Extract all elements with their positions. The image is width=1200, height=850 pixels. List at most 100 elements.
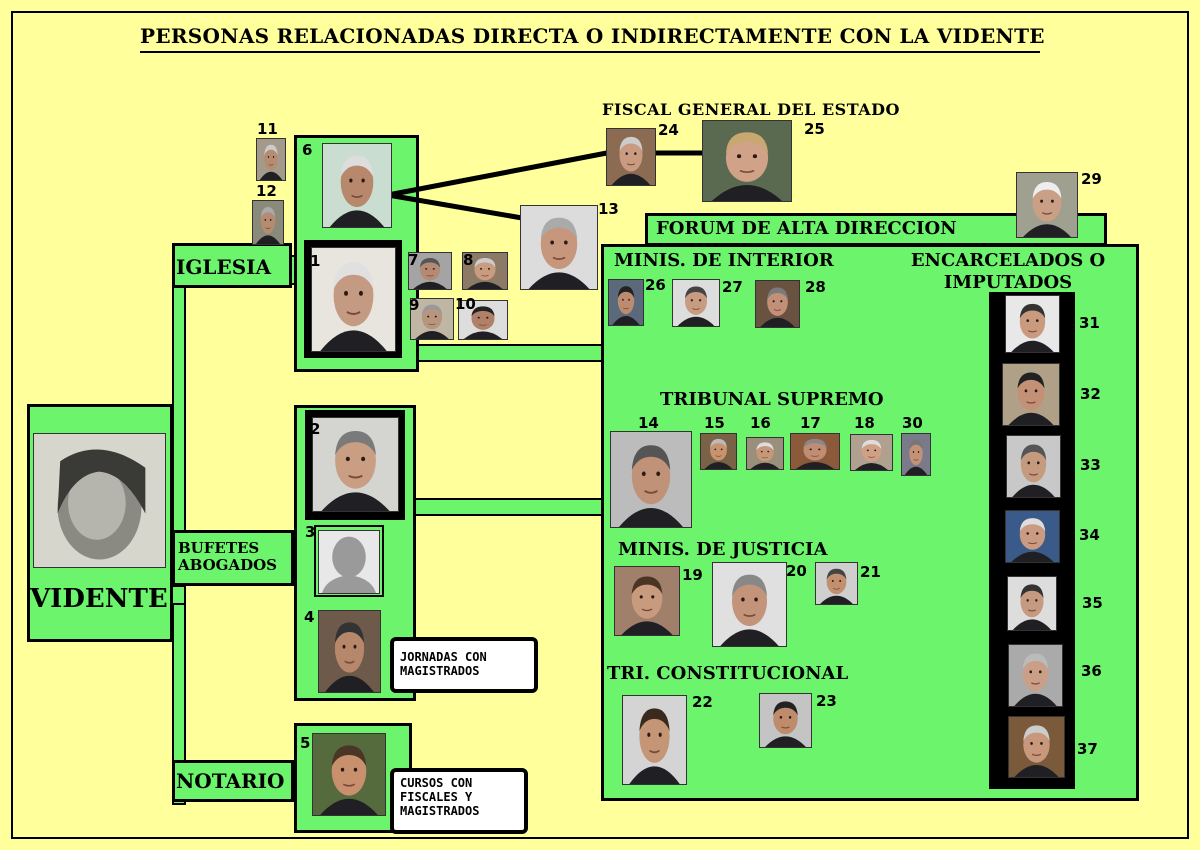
- person-portrait-icon: [760, 694, 811, 747]
- outer-frame: [11, 11, 1189, 839]
- person-3-photo: [318, 530, 380, 594]
- person-portrait-icon: [312, 248, 395, 351]
- person-1-photo: [311, 247, 396, 352]
- person-30-number: 30: [902, 414, 923, 432]
- person-12-photo: [252, 200, 284, 245]
- person-13-number: 13: [598, 200, 619, 218]
- person-22-number: 22: [692, 693, 713, 711]
- person-portrait-icon: [816, 563, 857, 604]
- person-portrait-icon: [313, 418, 398, 511]
- person-10-number: 10: [455, 295, 476, 313]
- person-24-number: 24: [658, 121, 679, 139]
- bufetes-label: BUFETES ABOGADOS: [178, 539, 278, 574]
- cursos-note: CURSOS CON FISCALES Y MAGISTRADOS: [390, 768, 528, 834]
- person-portrait-icon: [756, 281, 799, 327]
- person-4-photo: [318, 610, 381, 693]
- person-8-photo: [462, 252, 508, 290]
- notario-label: NOTARIO: [176, 769, 285, 793]
- constitucional-label: TRI. CONSTITUCIONAL: [607, 663, 849, 684]
- person-6-number: 6: [302, 141, 313, 159]
- person-portrait-icon: [747, 438, 783, 469]
- person-25-photo: [702, 120, 792, 202]
- person-34-number: 34: [1079, 526, 1100, 544]
- person-16-number: 16: [750, 414, 771, 432]
- person-29-photo: [1016, 172, 1078, 238]
- person-portrait-icon: [253, 201, 283, 244]
- person-28-number: 28: [805, 278, 826, 296]
- person-18-photo: [850, 434, 893, 471]
- person-portrait-icon: [703, 121, 791, 201]
- person-27-photo: [672, 279, 720, 327]
- vidente-portrait-icon: [34, 435, 165, 566]
- person-20-photo: [712, 562, 787, 647]
- fiscal-label: FISCAL GENERAL DEL ESTADO: [602, 100, 900, 119]
- bufetes-branch: [172, 530, 294, 586]
- person-23-photo: [759, 693, 812, 748]
- person-portrait-icon: [323, 144, 391, 227]
- person-portrait-icon: [851, 435, 892, 470]
- encarcelados-label: ENCARCELADOS O IMPUTADOS: [910, 250, 1106, 293]
- person-35-number: 35: [1082, 594, 1103, 612]
- person-portrait-icon: [673, 280, 719, 326]
- person-12-number: 12: [256, 182, 277, 200]
- jornadas-note: JORNADAS CON MAGISTRADOS: [390, 637, 538, 693]
- person-32-photo: [1002, 363, 1060, 426]
- person-portrait-icon: [1009, 717, 1064, 777]
- person-35-photo: [1007, 576, 1057, 631]
- person-26-number: 26: [645, 276, 666, 294]
- person-11-photo: [256, 138, 286, 181]
- person-8-number: 8: [463, 251, 474, 269]
- person-portrait-icon: [1006, 296, 1059, 352]
- person-portrait-icon: [611, 432, 691, 527]
- person-18-number: 18: [854, 414, 875, 432]
- person-21-number: 21: [860, 563, 881, 581]
- person-portrait-icon: [463, 253, 507, 289]
- iglesia-to-forum-bar: [400, 344, 603, 362]
- person-portrait-icon: [1017, 173, 1077, 237]
- interior-label: MINIS. DE INTERIOR: [614, 250, 834, 271]
- person-1-number: 1: [310, 252, 321, 270]
- person-5-photo: [312, 733, 386, 816]
- justicia-label: MINIS. DE JUSTICIA: [618, 539, 828, 560]
- person-portrait-icon: [409, 253, 451, 289]
- person-portrait-icon: [313, 734, 385, 815]
- person-portrait-icon: [319, 531, 379, 593]
- person-19-photo: [614, 566, 680, 636]
- person-portrait-icon: [623, 696, 686, 784]
- person-7-photo: [408, 252, 452, 290]
- person-9-number: 9: [409, 296, 420, 314]
- person-portrait-icon: [1009, 645, 1062, 706]
- person-5-number: 5: [300, 734, 311, 752]
- person-25-number: 25: [804, 120, 825, 138]
- person-10-photo: [458, 300, 508, 340]
- person-24-photo: [606, 128, 656, 186]
- person-15-photo: [700, 433, 737, 470]
- person-13-photo: [520, 205, 598, 290]
- person-portrait-icon: [1008, 577, 1056, 630]
- person-26-photo: [608, 279, 644, 326]
- person-34-photo: [1005, 510, 1060, 563]
- person-portrait-icon: [607, 129, 655, 185]
- person-36-photo: [1008, 644, 1063, 707]
- iglesia-branch: [172, 243, 292, 288]
- person-37-number: 37: [1077, 740, 1098, 758]
- person-31-number: 31: [1079, 314, 1100, 332]
- person-19-number: 19: [682, 566, 703, 584]
- person-23-number: 23: [816, 692, 837, 710]
- person-16-photo: [746, 437, 784, 470]
- person-30-photo: [901, 433, 931, 476]
- person-33-number: 33: [1080, 456, 1101, 474]
- notario-branch: [172, 760, 294, 802]
- diagram-title: PERSONAS RELACIONADAS DIRECTA O INDIRECT…: [140, 24, 1044, 53]
- bufetes-to-forum-bar: [405, 498, 603, 516]
- person-17-photo: [790, 433, 840, 470]
- person-11-number: 11: [257, 120, 278, 138]
- forum-label: FORUM DE ALTA DIRECCION: [656, 218, 957, 239]
- person-portrait-icon: [1007, 436, 1060, 497]
- person-36-number: 36: [1081, 662, 1102, 680]
- person-portrait-icon: [1006, 511, 1059, 562]
- person-20-number: 20: [786, 562, 807, 580]
- person-7-number: 7: [408, 251, 419, 269]
- person-21-photo: [815, 562, 858, 605]
